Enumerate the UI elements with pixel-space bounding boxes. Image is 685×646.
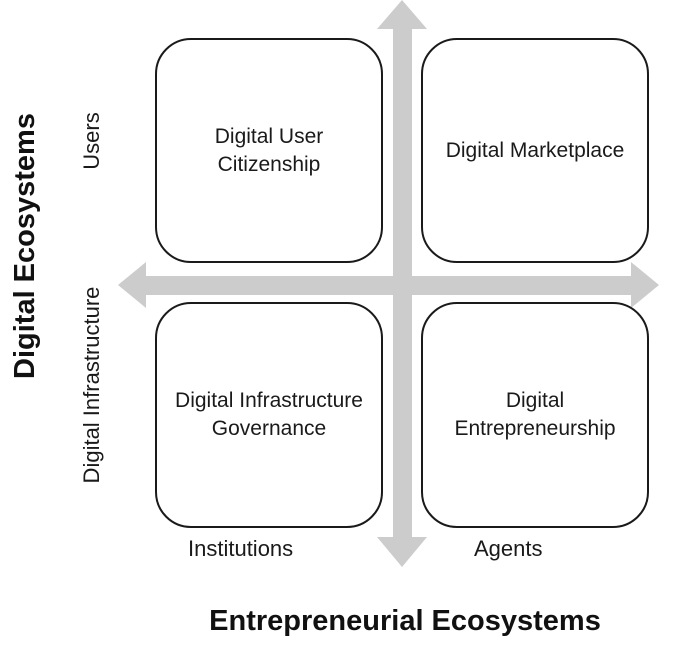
up-arrowhead-icon [377,0,427,29]
quadrant-label: Digital User Citizenship [214,124,324,176]
down-arrowhead-icon [377,537,427,567]
right-arrowhead-icon [631,262,659,308]
horizontal-axis-shaft [143,276,633,295]
quadrant-digital-entrepreneurship: Digital Entrepreneurship [421,302,649,528]
x-axis-right-label: Agents [474,536,543,561]
x-axis-title: Entrepreneurial Ecosystems [209,605,601,637]
quadrant-label: Digital Marketplace [445,138,625,162]
axis-arrows-group [118,0,659,567]
y-axis-title: Digital Ecosystems [9,113,41,379]
y-axis-top-label: Users [79,112,104,170]
quadrant-label: Digital Entrepreneurship [454,389,616,440]
y-axis-bottom-label: Digital Infrastructure [79,286,104,484]
quadrant-digital-user-citizenship: Digital User Citizenship [155,38,383,263]
quadrant-label: Digital Infrastructure Governance [175,389,363,440]
quadrant-digital-marketplace: Digital Marketplace [421,38,649,263]
left-arrowhead-icon [118,262,146,308]
quadrant-digital-infrastructure-governance: Digital Infrastructure Governance [155,302,383,528]
x-axis-left-label: Institutions [188,536,294,561]
